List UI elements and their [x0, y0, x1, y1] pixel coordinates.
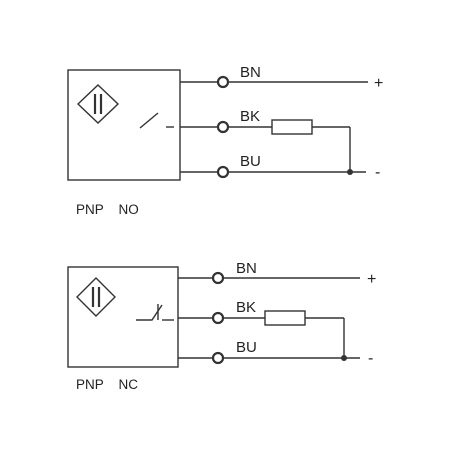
terminal-sign-plus: + [374, 75, 383, 92]
terminal-bk-1 [216, 120, 230, 134]
sensor-face-icon [76, 277, 116, 317]
terminal-bn-2 [211, 271, 225, 285]
terminal-bu-1 [216, 165, 230, 179]
terminal-sign-minus: - [368, 350, 373, 367]
load-resistor-2 [264, 310, 306, 326]
diagram-pnp-nc [67, 266, 360, 368]
terminal-bn-1 [216, 75, 230, 89]
wire-label-bn: BN [240, 64, 261, 81]
load-resistor-1 [271, 119, 313, 135]
wire-label-bu: BU [240, 153, 261, 170]
diagram-pnp-no [67, 69, 368, 181]
sensor-face-icon [76, 84, 120, 124]
wire-label-bu: BU [236, 339, 257, 356]
no-switch-icon [139, 112, 174, 129]
wire-label-bk: BK [240, 108, 260, 125]
wire-label-bn: BN [236, 260, 257, 277]
sensor-body-2 [67, 266, 179, 368]
terminal-bk-2 [211, 311, 225, 325]
terminal-sign-minus: - [375, 164, 380, 181]
sensor-body-1 [67, 69, 181, 181]
terminal-bu-2 [211, 351, 225, 365]
diagram-caption: PNP NO [76, 202, 139, 217]
nc-switch-icon [136, 304, 174, 321]
wire-label-bk: BK [236, 299, 256, 316]
junction-dot-2 [341, 355, 347, 361]
diagram-caption: PNP NC [76, 377, 138, 392]
terminal-sign-plus: + [367, 271, 376, 288]
junction-dot-1 [347, 169, 353, 175]
